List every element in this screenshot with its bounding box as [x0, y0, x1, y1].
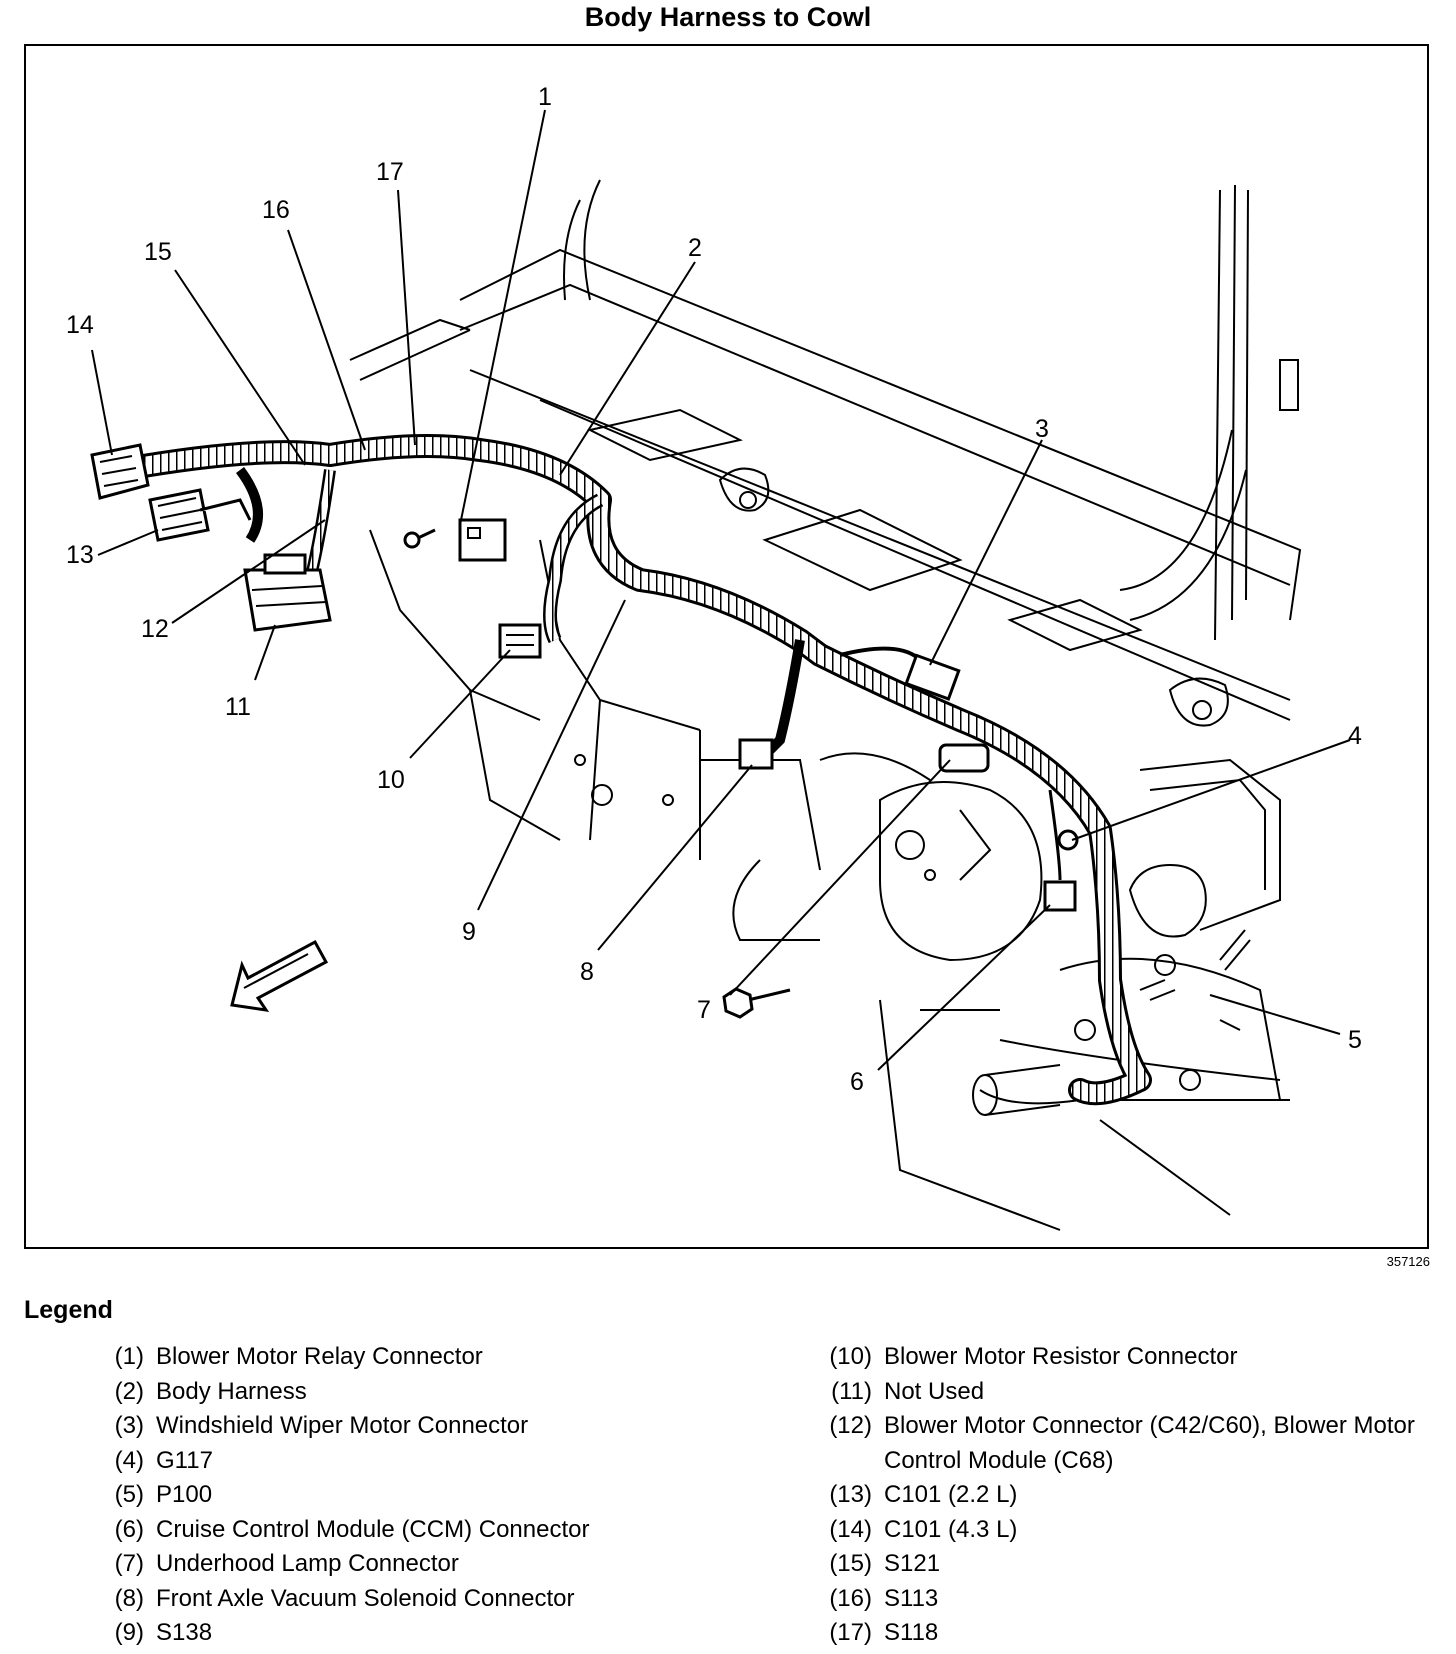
legend-num: (13) [829, 1481, 872, 1508]
figure-id: 357126 [1386, 1254, 1430, 1269]
legend-text: S121 [884, 1550, 941, 1577]
legend-num: (6) [114, 1515, 144, 1543]
callout-12: 12 [141, 615, 169, 643]
legend-num: (4) [114, 1446, 144, 1474]
legend-item: (7) Underhood Lamp Connector [88, 1547, 778, 1582]
legend-item: (4) G117 [88, 1444, 778, 1479]
legend-num: (1) [114, 1343, 144, 1370]
bolt [722, 987, 791, 1019]
legend-text: Windshield Wiper Motor Connector [156, 1412, 529, 1439]
connector-windshield-wiper-motor [904, 653, 961, 701]
legend-left-column: (1) Blower Motor Relay Connector (2) Body … [88, 1340, 778, 1651]
legend-num: (16) [829, 1584, 872, 1612]
legend-item: (3) Windshield Wiper Motor Connector [88, 1409, 778, 1444]
legend-num: (12) [829, 1412, 872, 1439]
callout-1: 1 [538, 83, 552, 111]
diagram-frame [24, 44, 1429, 1249]
legend-text: C101 (2.2 L) [884, 1481, 1018, 1508]
legend-item: (14) C101 (4.3 L) [810, 1513, 1430, 1548]
callout-6: 6 [850, 1068, 864, 1096]
legend-text: G117 [156, 1446, 213, 1474]
legend-item: (10) Blower Motor Resistor Connector [810, 1340, 1430, 1375]
legend-num: (14) [829, 1515, 872, 1543]
legend-text: S138 [156, 1619, 213, 1646]
legend-text: Body Harness [156, 1377, 307, 1405]
legend-text: Front Axle Vacuum Solenoid Connector [156, 1584, 575, 1612]
legend-text: Blower Motor Relay Connector [156, 1343, 483, 1370]
legend-item: (6) Cruise Control Module (CCM) Connector [88, 1513, 778, 1548]
legend-text: Underhood Lamp Connector [156, 1550, 459, 1577]
page-title: Body Harness to Cowl [584, 2, 872, 32]
callout-labels: 1 2 3 4 5 6 7 8 9 10 11 12 13 14 15 16 1… [66, 83, 1362, 1096]
connector-c101-4-3l [90, 443, 150, 500]
legend-num: (7) [114, 1550, 144, 1577]
legend-num: (9) [114, 1619, 144, 1646]
legend-text: C101 (4.3 L) [884, 1515, 1018, 1543]
connector-cruise-control-module [1043, 880, 1077, 912]
forward-arrow-icon [230, 939, 329, 1012]
callout-13: 13 [66, 541, 94, 569]
legend-item: (8) Front Axle Vacuum Solenoid Connector [88, 1582, 778, 1617]
callout-8: 8 [580, 958, 594, 986]
callout-2: 2 [688, 234, 702, 262]
connector-front-axle-vacuum-solenoid [738, 738, 774, 770]
legend-text: Blower Motor Connector (C42/C60), Blower… [884, 1412, 1415, 1474]
legend-text: S113 [884, 1584, 939, 1612]
connectors [90, 443, 1079, 1019]
callout-11: 11 [225, 693, 251, 721]
legend-num: (11) [831, 1377, 872, 1405]
callout-14: 14 [66, 311, 94, 339]
callout-4: 4 [1348, 722, 1362, 750]
connector-blower-motor-resistor [498, 623, 542, 659]
legend-heading: Legend [24, 1296, 113, 1324]
callout-9: 9 [462, 918, 476, 946]
cowl-structure [349, 179, 1302, 1231]
legend-item: (2) Body Harness [88, 1375, 778, 1410]
legend-item: (11) Not Used [810, 1375, 1430, 1410]
legend-num: (17) [829, 1619, 872, 1646]
bolt-small [403, 528, 436, 549]
legend-text: Cruise Control Module (CCM) Connector [156, 1515, 590, 1543]
callout-10: 10 [377, 766, 405, 794]
connector-blower-motor-relay [458, 518, 507, 562]
callout-17: 17 [376, 158, 404, 186]
legend-item: (12) Blower Motor Connector (C42/C60), Bl… [810, 1409, 1430, 1478]
legend-item: (16) S113 [810, 1582, 1430, 1617]
callout-5: 5 [1348, 1026, 1362, 1054]
legend-text: Not Used [884, 1377, 985, 1405]
legend-num: (3) [114, 1412, 144, 1439]
legend-item: (17) S118 [810, 1616, 1430, 1651]
connector-not-used [243, 553, 332, 632]
legend-text: P100 [156, 1481, 213, 1508]
callout-7: 7 [697, 996, 711, 1024]
legend-num: (2) [114, 1377, 144, 1405]
legend-item: (1) Blower Motor Relay Connector [88, 1340, 778, 1375]
callout-16: 16 [262, 196, 290, 224]
legend-num: (5) [114, 1481, 144, 1508]
legend-text: Blower Motor Resistor Connector [884, 1343, 1238, 1370]
legend-item: (13) C101 (2.2 L) [810, 1478, 1430, 1513]
legend-item: (15) S121 [810, 1547, 1430, 1582]
legend-num: (8) [114, 1584, 144, 1612]
legend-num: (10) [829, 1343, 872, 1370]
callout-15: 15 [144, 238, 172, 266]
ground-g117 [1057, 829, 1079, 851]
connector-c101-2-2l [148, 488, 252, 542]
callout-3: 3 [1035, 415, 1049, 443]
harness-diagram: 1 2 3 4 5 6 7 8 9 10 11 12 13 14 15 16 1… [66, 83, 1362, 1231]
legend-num: (15) [829, 1550, 872, 1577]
connector-underhood-lamp [938, 743, 990, 773]
leader-lines [91, 109, 1351, 1071]
legend-text: S118 [884, 1619, 939, 1646]
legend-item: (9) S138 [88, 1616, 778, 1651]
legend-item: (5) P100 [88, 1478, 778, 1513]
legend-right-column: (10) Blower Motor Resistor Connector (11)… [810, 1340, 1430, 1651]
